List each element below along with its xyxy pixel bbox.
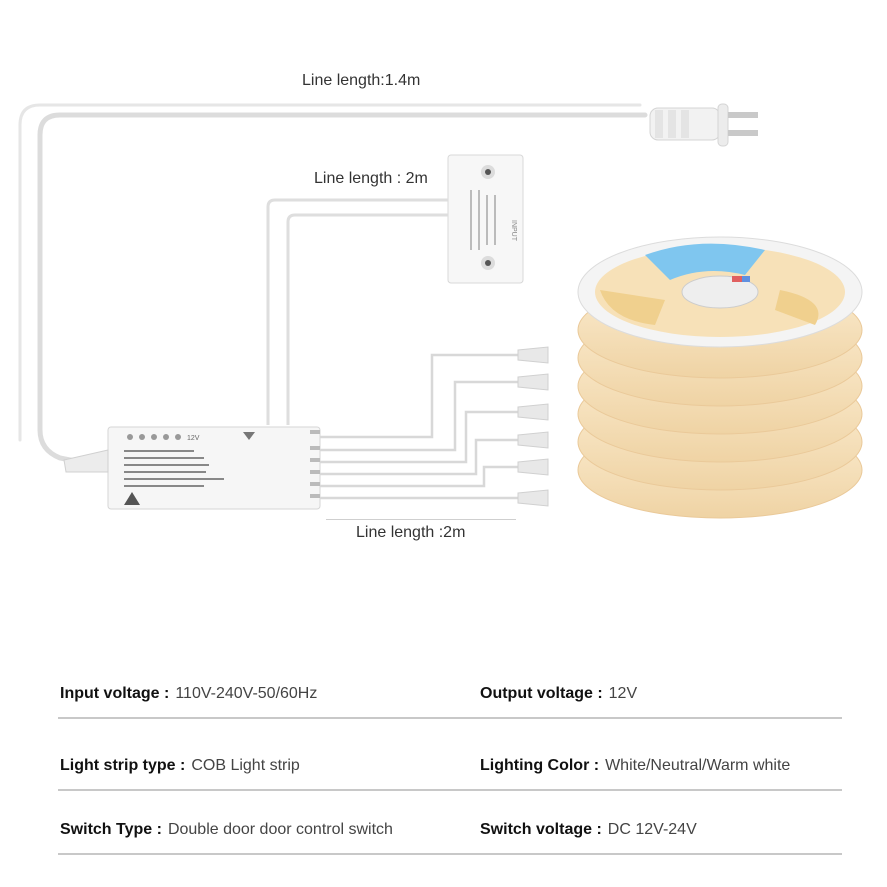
spec-label: Lighting Color : — [480, 757, 600, 774]
led-strip-reels — [577, 236, 863, 519]
spec-lighting-color: Lighting Color : White/Neutral/Warm white — [480, 757, 790, 775]
spec-label: Switch voltage : — [480, 821, 602, 838]
spec-value: DC 12V-24V — [607, 821, 697, 838]
spec-row: Input voltage : 110V-240V-50/60Hz Output … — [58, 668, 842, 719]
output-cables — [320, 353, 520, 500]
spec-switch-voltage: Switch voltage : DC 12V-24V — [480, 821, 697, 839]
output-cable-length-underline — [326, 519, 516, 520]
spec-value: 12V — [608, 685, 638, 702]
spec-light-strip-type: Light strip type : COB Light strip — [60, 757, 300, 775]
spec-input-voltage: Input voltage : 110V-240V-50/60Hz — [60, 685, 317, 703]
wiring-diagram: INPUT 12V — [18, 103, 863, 519]
spec-output-voltage: Output voltage : 12V — [480, 685, 637, 703]
spec-label: Output voltage : — [480, 685, 603, 702]
spec-switch-type: Switch Type : Double door door control sw… — [60, 821, 393, 839]
output-cable-length-label: Line length :2m — [356, 524, 466, 541]
sensor-cable — [266, 198, 448, 425]
strip-connectors — [517, 346, 549, 507]
sensor-input-label: INPUT — [510, 220, 517, 242]
power-cord — [18, 103, 648, 465]
spec-value: White/Neutral/Warm white — [605, 757, 791, 774]
spec-row: Light strip type : COB Light strip Lighti… — [58, 719, 842, 791]
spec-value: COB Light strip — [191, 757, 300, 774]
controller-plug-end — [63, 449, 109, 473]
controller-box: 12V — [107, 426, 321, 510]
spec-row: Switch Type : Double door door control sw… — [58, 791, 842, 855]
door-sensor-switch: INPUT — [447, 154, 524, 284]
sensor-cable-length-label: Line length : 2m — [314, 170, 428, 187]
spec-label: Input voltage : — [60, 685, 170, 702]
spec-label: Light strip type : — [60, 757, 186, 774]
spec-label: Switch Type : — [60, 821, 162, 838]
spec-value: 110V-240V-50/60Hz — [175, 685, 318, 702]
spec-value: Double door door control switch — [167, 821, 393, 838]
power-plug-icon — [649, 103, 758, 147]
controller-voltage-label: 12V — [187, 435, 200, 442]
power-cord-length-label: Line length:1.4m — [302, 72, 421, 89]
specifications-table: Input voltage : 110V-240V-50/60Hz Output … — [58, 668, 842, 855]
